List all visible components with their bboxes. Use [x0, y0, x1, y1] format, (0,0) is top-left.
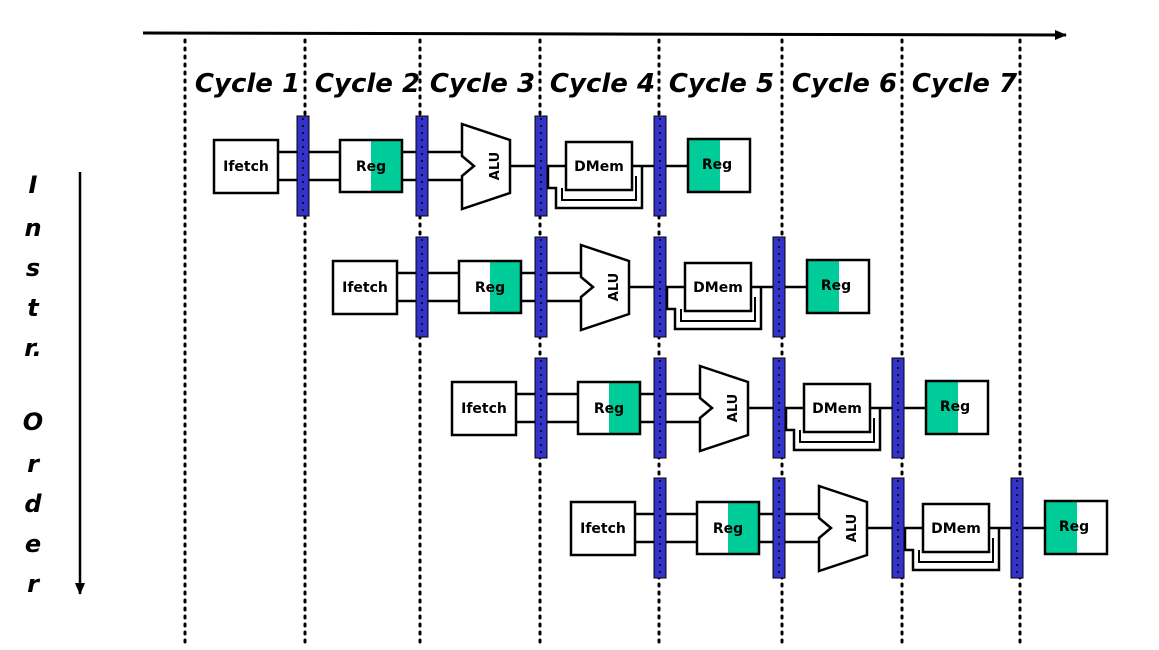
ifetch-box — [569, 500, 637, 557]
bypass-wire-inner — [680, 297, 756, 322]
reg-read-highlight — [371, 140, 402, 192]
pipeline-register-2 — [415, 115, 429, 217]
dmem-box — [564, 140, 634, 192]
ifetch-label: Ifetch — [223, 159, 269, 175]
alu-label: ALU — [607, 273, 622, 301]
pipeline-register-4 — [653, 115, 667, 217]
instruction-row-2: Ifetch Reg ALU DMem Reg — [331, 236, 871, 338]
order-letter-4: t — [27, 294, 40, 322]
reg-write-highlight — [807, 260, 839, 313]
reg-write-label: Reg — [940, 399, 970, 415]
cycle-label-6: Cycle 6 — [792, 69, 897, 99]
cycle-label-1: Cycle 1 — [195, 69, 300, 99]
dmem-box — [921, 502, 991, 554]
bypass-wire-inner — [799, 418, 875, 443]
ifetch-box — [450, 380, 518, 437]
pipeline-register-4 — [891, 357, 905, 459]
order-letter-2: n — [24, 214, 41, 242]
ifetch-label: Ifetch — [461, 401, 507, 417]
reg-read-label: Reg — [356, 159, 386, 175]
bypass-wire — [903, 528, 1001, 572]
reg-read-box — [695, 500, 761, 556]
alu-shape — [698, 364, 750, 453]
reg-read-label: Reg — [475, 280, 505, 296]
ifetch-box — [331, 259, 399, 316]
reg-write-highlight — [926, 381, 958, 434]
pipeline-register-1 — [653, 477, 667, 579]
alu-label: ALU — [488, 152, 503, 180]
pipeline-register-3 — [534, 115, 548, 217]
bypass-wire-inner — [561, 176, 637, 201]
reg-read-box — [576, 380, 642, 436]
reg-read-highlight — [609, 382, 640, 434]
reg-write-box — [805, 258, 871, 315]
ifetch-label: Ifetch — [342, 280, 388, 296]
cycle-label-3: Cycle 3 — [430, 69, 535, 99]
dmem-box — [683, 261, 753, 313]
cycle-label-4: Cycle 4 — [550, 69, 655, 99]
alu-label: ALU — [726, 394, 741, 422]
ifetch-label: Ifetch — [580, 521, 626, 537]
order-letter-5: r. — [24, 334, 42, 362]
reg-read-label: Reg — [594, 401, 624, 417]
reg-read-highlight — [490, 261, 521, 313]
cycle-label-5: Cycle 5 — [669, 69, 774, 99]
reg-read-label: Reg — [713, 521, 743, 537]
reg-read-box — [457, 259, 523, 315]
pipeline-register-1 — [415, 236, 429, 338]
instruction-row-3: Ifetch Reg ALU DMem Reg — [450, 357, 990, 459]
order-letter-7: r — [27, 450, 41, 478]
ifetch-box — [212, 138, 280, 195]
alu-shape — [817, 484, 869, 573]
dmem-label: DMem — [931, 521, 981, 537]
cycle-label-7: Cycle 7 — [912, 69, 1018, 99]
reg-write-label: Reg — [1059, 519, 1089, 535]
pipeline-register-1 — [534, 357, 548, 459]
bypass-wire — [665, 287, 763, 331]
pipeline-register-2 — [653, 357, 667, 459]
reg-write-highlight — [688, 139, 720, 192]
cycle-label-2: Cycle 2 — [315, 69, 420, 99]
alu-shape — [579, 243, 631, 332]
reg-write-box — [1043, 499, 1109, 556]
bypass-wire — [546, 166, 644, 210]
pipeline-register-1 — [296, 115, 310, 217]
instruction-row-4: Ifetch Reg ALU DMem Reg — [569, 477, 1109, 579]
instruction-row-1: Ifetch Reg ALU DMem Reg — [212, 115, 752, 217]
reg-write-box — [924, 379, 990, 436]
dmem-label: DMem — [812, 401, 862, 417]
dmem-box — [802, 382, 872, 434]
pipeline-register-2 — [534, 236, 548, 338]
dmem-label: DMem — [693, 280, 743, 296]
reg-write-label: Reg — [821, 278, 851, 294]
reg-write-box — [686, 137, 752, 194]
order-letter-1: I — [29, 171, 38, 199]
alu-shape — [460, 122, 512, 211]
pipeline-register-4 — [1010, 477, 1024, 579]
order-letter-3: s — [26, 254, 40, 282]
reg-write-highlight — [1045, 501, 1077, 554]
pipeline-register-3 — [653, 236, 667, 338]
dmem-label: DMem — [574, 159, 624, 175]
order-letter-10: r — [27, 570, 41, 598]
reg-read-box — [338, 138, 404, 194]
cycle-labels: Cycle 1 Cycle 2 Cycle 3 Cycle 4 Cycle 5 Cycle… — [195, 69, 1018, 99]
alu-label: ALU — [845, 514, 860, 542]
order-letter-6: O — [23, 408, 43, 436]
bypass-wire-inner — [918, 538, 994, 563]
pipeline-register-2 — [772, 477, 786, 579]
order-letter-8: d — [24, 490, 42, 518]
pipeline-register-3 — [891, 477, 905, 579]
reg-read-highlight — [728, 502, 759, 554]
bypass-wire — [784, 408, 882, 452]
reg-write-label: Reg — [702, 157, 732, 173]
pipeline-register-3 — [772, 357, 786, 459]
time-axis-arrow — [142, 29, 1067, 40]
order-letter-9: e — [25, 530, 41, 558]
pipeline-register-4 — [772, 236, 786, 338]
